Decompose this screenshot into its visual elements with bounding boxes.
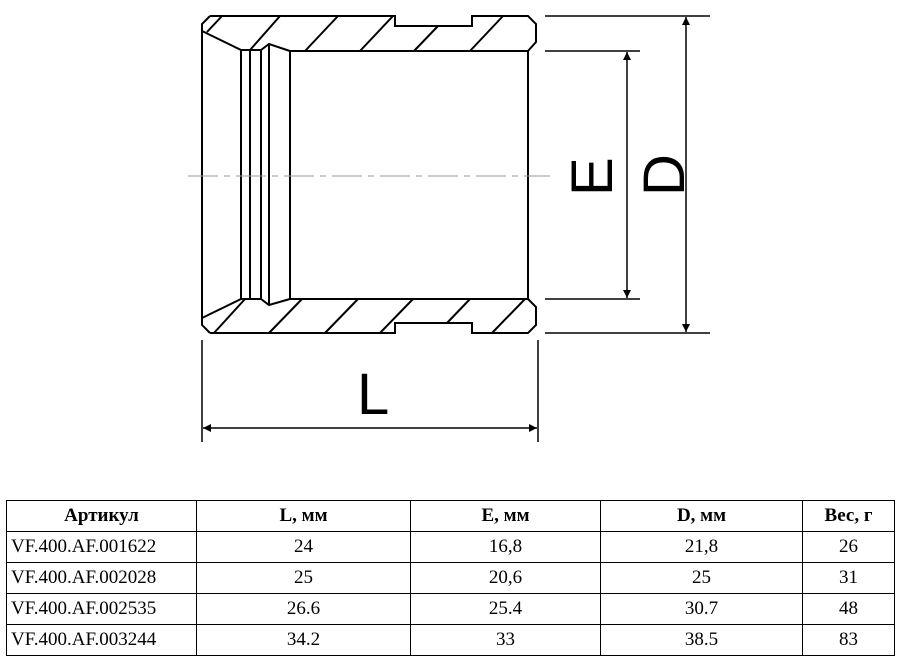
fitting-section-drawing: L E D — [188, 15, 710, 442]
cell-l: 24 — [196, 531, 411, 563]
cell-e: 25.4 — [410, 593, 601, 625]
dimension-label-l: L — [357, 362, 389, 427]
cell-weight: 26 — [802, 531, 895, 563]
cell-article: VF.400.AF.001622 — [6, 531, 197, 563]
cell-d: 25 — [600, 562, 803, 594]
header-d: D, мм — [600, 500, 803, 532]
table-row: VF.400.AF.001622 24 16,8 21,8 26 — [6, 531, 895, 563]
cell-d: 21,8 — [600, 531, 803, 563]
table-row: VF.400.AF.003244 34.2 33 38.5 83 — [6, 624, 895, 656]
specs-table: Артикул L, мм E, мм D, мм Вес, г VF.400.… — [6, 500, 895, 656]
dimension-lines — [201, 15, 710, 442]
cell-article: VF.400.AF.003244 — [6, 624, 197, 656]
cell-article: VF.400.AF.002535 — [6, 593, 197, 625]
header-weight: Вес, г — [802, 500, 895, 532]
dimension-label-d: D — [632, 154, 697, 196]
dimension-label-e: E — [560, 157, 625, 196]
cell-article: VF.400.AF.002028 — [6, 562, 197, 594]
table-row: VF.400.AF.002535 26.6 25.4 30.7 48 — [6, 593, 895, 625]
cell-e: 20,6 — [410, 562, 601, 594]
header-e: E, мм — [410, 500, 601, 532]
cell-weight: 31 — [802, 562, 895, 594]
cell-d: 38.5 — [600, 624, 803, 656]
cell-d: 30.7 — [600, 593, 803, 625]
cell-e: 33 — [410, 624, 601, 656]
cell-weight: 48 — [802, 593, 895, 625]
fitting-body — [201, 15, 537, 334]
header-article: Артикул — [6, 500, 197, 532]
cell-e: 16,8 — [410, 531, 601, 563]
cell-l: 34.2 — [196, 624, 411, 656]
table-header-row: Артикул L, мм E, мм D, мм Вес, г — [6, 500, 895, 532]
table-row: VF.400.AF.002028 25 20,6 25 31 — [6, 562, 895, 594]
cell-l: 26.6 — [196, 593, 411, 625]
header-l: L, мм — [196, 500, 411, 532]
cell-weight: 83 — [802, 624, 895, 656]
cell-l: 25 — [196, 562, 411, 594]
